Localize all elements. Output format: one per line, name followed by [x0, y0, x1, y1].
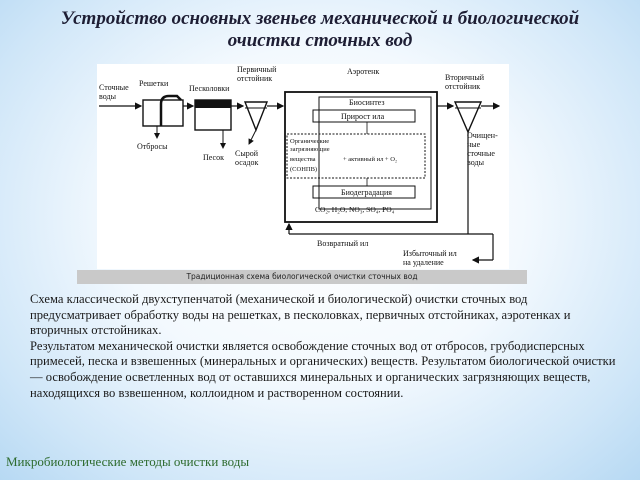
treatment-diagram-svg: Сточные воды Решетки Отбросы Песколовки …: [99, 65, 501, 267]
label-biosynthesis: Биосинтез: [349, 98, 385, 107]
label-primary-2: отстойник: [237, 74, 272, 83]
screens-box: [142, 99, 184, 127]
description-paragraph-1: Схема классической двухступенчатой (меха…: [30, 292, 571, 338]
label-sludge-growth: Прирост ила: [341, 112, 385, 121]
slide-title: Устройство основных звеньев механической…: [60, 8, 580, 51]
sludge-growth-box: [312, 109, 416, 123]
label-organic-2: загрязняющие: [290, 146, 330, 153]
aerotank-inner-box: [318, 96, 432, 210]
label-aerotank: Аэротенк: [347, 67, 379, 76]
label-raw-2: осадок: [235, 158, 258, 167]
label-treated-4: воды: [467, 158, 485, 167]
sandtrap-top: [195, 100, 231, 108]
label-organic-4: (СОНПВ): [290, 166, 317, 173]
label-organic-1: Органические: [290, 138, 329, 145]
footer-link[interactable]: Микробиологические методы очистки воды: [6, 454, 250, 469]
label-products: CO₂, H₂O, NO₃, SO₄, PO₄: [315, 205, 395, 214]
label-secondary-1: Вторичный: [445, 73, 485, 82]
diagram-caption: Традиционная схема биологической очистки…: [77, 270, 527, 284]
description-paragraph-2: Результатом механической очистки являетс…: [30, 338, 616, 400]
label-screens: Решетки: [139, 79, 169, 88]
screens-grate: [159, 94, 182, 126]
aerotank-box: [284, 91, 438, 223]
label-treated-2: ные: [467, 140, 481, 149]
secondary-clarifier: [453, 101, 483, 134]
label-organic-3: вещества: [290, 156, 316, 163]
biodegradation-box: [312, 185, 416, 199]
description-text: Схема классической двухступенчатой (меха…: [30, 292, 620, 401]
label-biodegradation: Биодеградация: [341, 188, 392, 197]
label-sand: Песок: [203, 153, 224, 162]
label-primary-1: Первичный: [237, 65, 277, 74]
treatment-diagram: Сточные воды Решетки Отбросы Песколовки …: [97, 64, 509, 269]
label-sand-traps: Песколовки: [189, 84, 230, 93]
label-treated-3: сточные: [467, 149, 495, 158]
label-excess-1: Избыточный ил: [403, 249, 457, 258]
label-active-sludge: + активный ил + O₂: [343, 156, 397, 163]
label-raw-1: Сырой: [235, 149, 259, 158]
label-treated-1: Очищен-: [467, 131, 498, 140]
label-excess-2: на удаление: [403, 258, 444, 267]
label-return-sludge: Возвратный ил: [317, 239, 368, 248]
label-secondary-2: отстойник: [445, 82, 480, 91]
label-wastewater-1: Сточные: [99, 83, 129, 92]
raw-sludge-arrow: [248, 129, 257, 145]
label-wastewater-2: воды: [99, 92, 117, 101]
label-debris: Отбросы: [137, 142, 168, 151]
primary-clarifier: [243, 101, 269, 132]
